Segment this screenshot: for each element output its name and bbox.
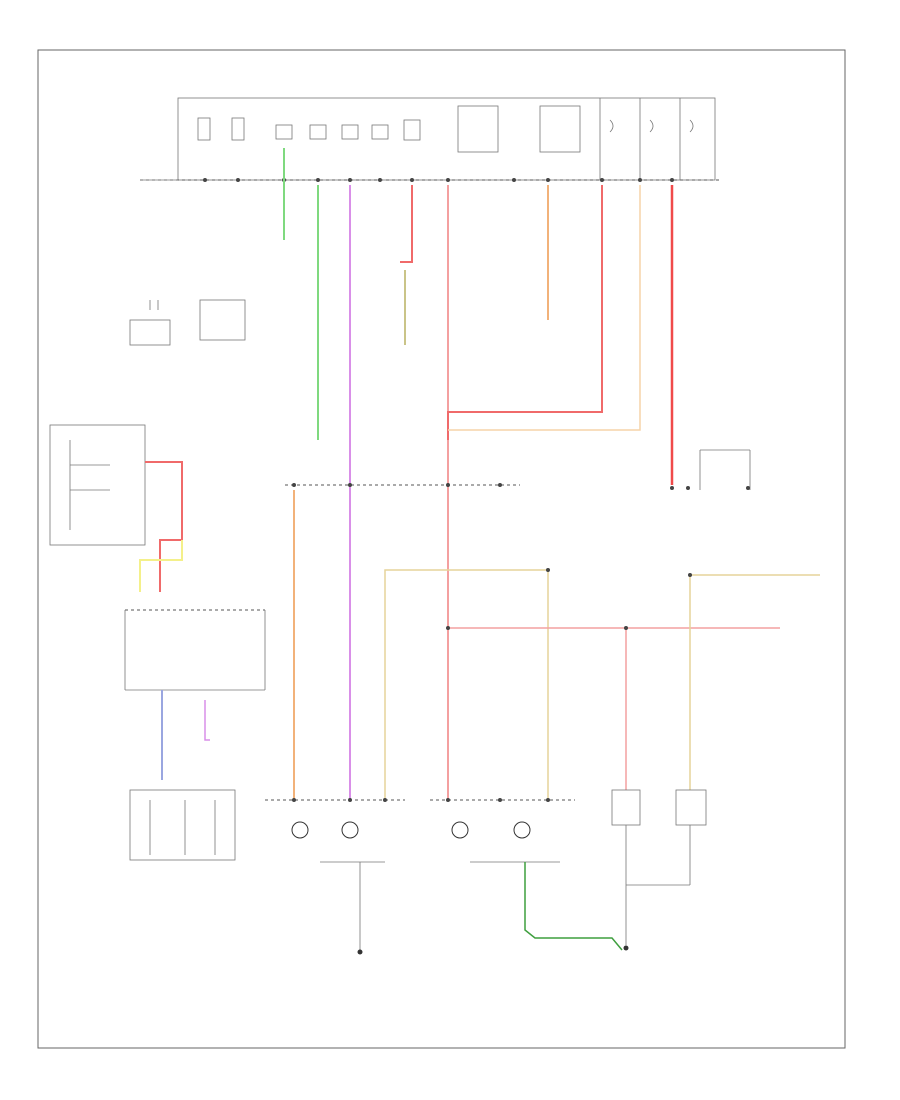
wire-red-switch [145,461,183,592]
license-lamp [611,789,641,945]
top-junction-block [140,97,720,182]
junction-dots [292,568,692,802]
multifunction-switch [129,789,236,861]
wire-yellow-switch [139,540,183,592]
ground-left [357,949,363,955]
wire-red-right [447,185,603,440]
wire-tan-middle [384,569,549,800]
left-control-module [129,299,246,346]
wire-violet-small [204,700,210,741]
cluster-connector [124,609,266,691]
ground-right [623,945,629,951]
right-tail-lamps [265,799,405,950]
headlight-switch [49,424,146,546]
trailer-connector [670,449,751,490]
wire-red-left [400,185,413,263]
left-tail-lamps [430,799,575,863]
wire-dark-green [524,862,623,951]
diagram-border [37,49,846,1049]
wire-light-orange [448,185,641,431]
wire-tan-right [689,574,820,790]
high-mount-stop-lamp [626,789,707,886]
